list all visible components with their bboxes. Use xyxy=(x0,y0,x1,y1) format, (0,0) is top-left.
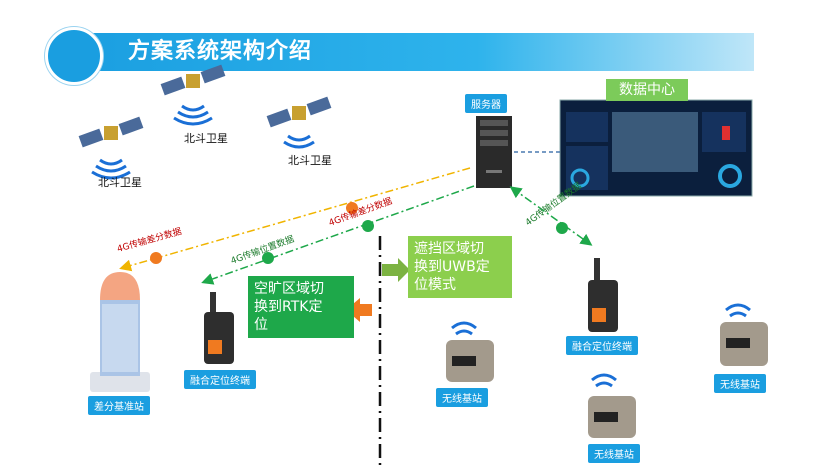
wireless-station-label: 无线基站 xyxy=(588,444,640,463)
data-center-screen xyxy=(559,99,753,197)
uwb-arrow-icon xyxy=(382,258,410,282)
wireless-station-icon xyxy=(720,303,768,366)
terminal-icon xyxy=(588,258,618,332)
server-label: 服务器 xyxy=(465,94,507,113)
base-station-label: 差分基准站 xyxy=(88,396,150,415)
base-station-icon xyxy=(90,272,150,392)
satellite-label: 北斗卫星 xyxy=(184,132,228,145)
rtk-switch-box: 空旷区域切 换到RTK定 位 xyxy=(248,276,354,338)
satellite-label: 北斗卫星 xyxy=(98,176,142,189)
pos-dot xyxy=(262,252,274,264)
position-data-line-right xyxy=(509,186,593,246)
uwb-switch-line: 换到UWB定 xyxy=(414,259,490,275)
link-label: 4G传输位置数据 xyxy=(523,180,584,229)
title-circle-icon xyxy=(45,27,103,85)
data-center-label: 数据中心 xyxy=(606,79,688,101)
diff-dot xyxy=(150,252,162,264)
satellite-icon xyxy=(78,116,144,180)
page-title: 方案系统架构介绍 xyxy=(128,39,313,64)
rtk-switch-line: 位 xyxy=(254,317,268,333)
wireless-station-icon xyxy=(446,321,494,382)
terminal-label: 融合定位终端 xyxy=(566,336,638,355)
rtk-switch-line: 空旷区域切 xyxy=(254,281,324,297)
rtk-arrow-icon xyxy=(346,298,372,322)
wireless-station-icon xyxy=(588,373,636,438)
uwb-switch-box: 遮挡区域切 换到UWB定 位模式 xyxy=(408,236,512,298)
link-label: 4G传输差分数据 xyxy=(116,225,183,255)
rtk-switch-line: 换到RTK定 xyxy=(254,299,323,315)
diff-dot xyxy=(346,202,358,214)
diff-data-line xyxy=(119,167,471,272)
pos-dot xyxy=(362,220,374,232)
uwb-switch-line: 遮挡区域切 xyxy=(414,241,484,257)
server-icon xyxy=(476,116,512,188)
wireless-station-label: 无线基站 xyxy=(714,374,766,393)
terminal-label: 融合定位终端 xyxy=(184,370,256,389)
wireless-station-label: 无线基站 xyxy=(436,388,488,407)
satellite-icon xyxy=(266,96,332,149)
satellite-icon xyxy=(160,64,226,126)
title-bar xyxy=(62,33,754,71)
pos-dot xyxy=(556,222,568,234)
uwb-switch-line: 位模式 xyxy=(414,277,456,293)
satellite-label: 北斗卫星 xyxy=(288,154,332,167)
terminal-icon xyxy=(204,292,234,364)
